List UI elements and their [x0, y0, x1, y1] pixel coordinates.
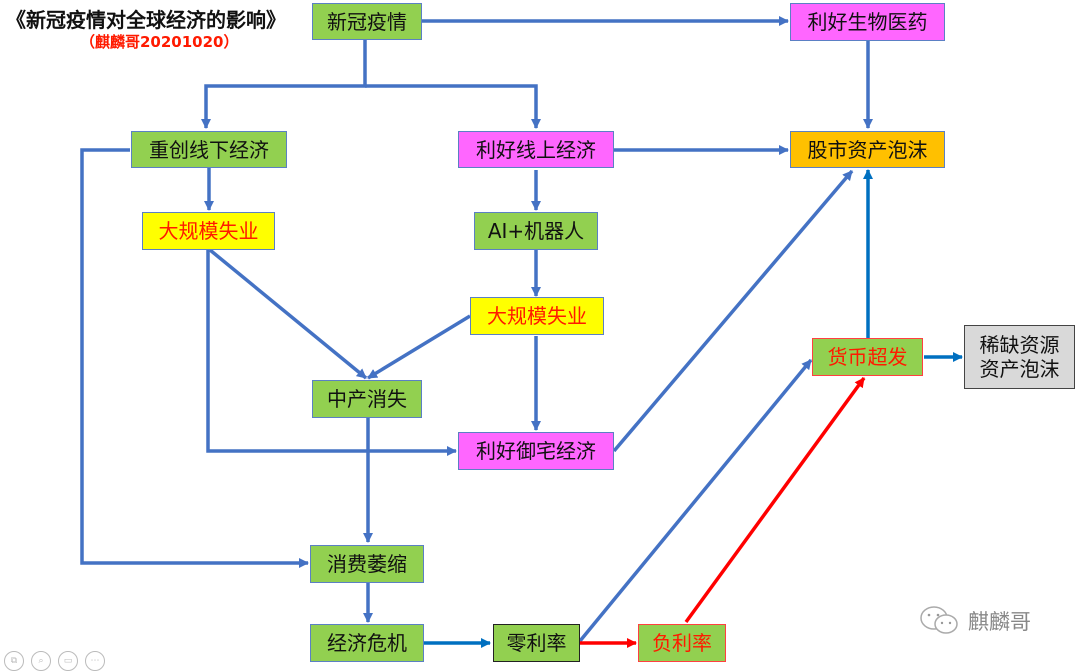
edge-negative-money: [684, 376, 866, 624]
edge-stayhome-stock: [612, 169, 854, 453]
node-unemployment-right: 大规模失业: [470, 297, 604, 335]
node-scarce-line1: 稀缺资源: [979, 333, 1060, 357]
watermark: 麒麟哥: [918, 605, 1031, 637]
copy-icon[interactable]: ⧉: [4, 651, 24, 671]
node-middle-class: 中产消失: [312, 380, 422, 418]
diagram-title: 《新冠疫情对全球经济的影响》: [6, 8, 286, 32]
more-icon[interactable]: ⋯: [85, 651, 105, 671]
edge-unempL-stayhome: [206, 250, 457, 456]
node-stock-bubble: 股市资产泡沫: [790, 131, 945, 168]
caption-icon[interactable]: ▭: [58, 651, 78, 671]
edge-zero-money: [578, 358, 813, 643]
node-scarce-line2: 资产泡沫: [979, 357, 1060, 381]
edge-covid-online: [365, 84, 541, 129]
node-zero-rate: 零利率: [493, 624, 580, 662]
edge-unempR-middle: [367, 314, 471, 380]
node-stay-home: 利好御宅经济: [458, 432, 614, 470]
node-money-printing: 货币超发: [812, 338, 923, 376]
node-ai-robot: AI+机器人: [474, 212, 598, 250]
edge-offline-consumption: [80, 148, 309, 568]
node-negative-rate: 负利率: [638, 624, 726, 662]
node-consumption: 消费萎缩: [310, 545, 424, 583]
node-unemployment-left: 大规模失业: [142, 212, 275, 250]
search-icon[interactable]: ⌕: [31, 651, 51, 671]
node-offline-economy: 重创线下经济: [131, 131, 287, 168]
viewer-toolbar: ⧉ ⌕ ▭ ⋯: [4, 651, 105, 671]
node-covid: 新冠疫情: [312, 3, 422, 40]
edge-unempL-middle: [208, 248, 368, 380]
wechat-icon: [920, 606, 958, 634]
edge-covid-offline: [201, 40, 367, 129]
node-scarce-bubble: 稀缺资源 资产泡沫: [964, 325, 1075, 389]
node-crisis: 经济危机: [310, 624, 424, 662]
diagram-subtitle: （麒麟哥20201020）: [80, 33, 239, 51]
node-biomed: 利好生物医药: [790, 3, 945, 41]
node-online-economy: 利好线上经济: [458, 131, 614, 168]
watermark-text: 麒麟哥: [968, 610, 1031, 634]
